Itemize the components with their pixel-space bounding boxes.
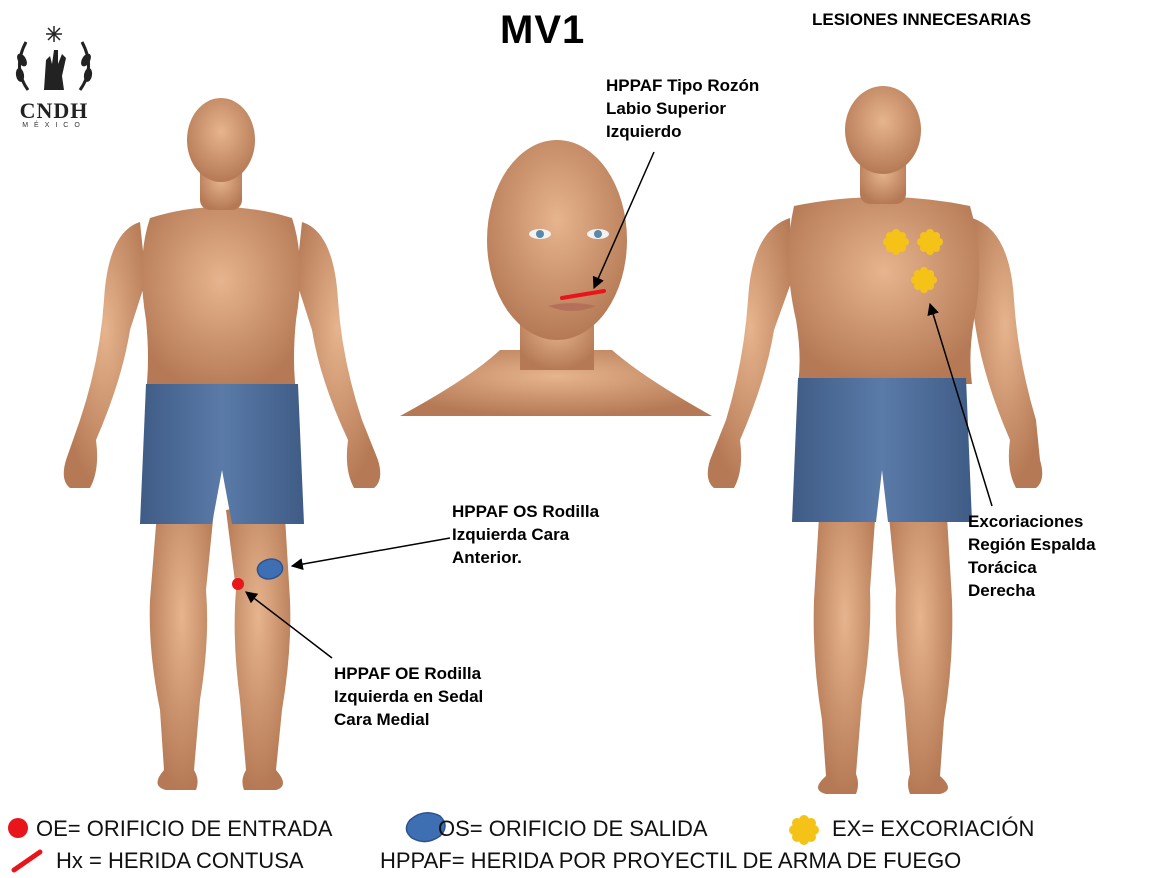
legend-exit: OS= ORIFICIO DE SALIDA <box>438 816 708 842</box>
annotation-knee-entry: HPPAF OE Rodilla Izquierda en Sedal Cara… <box>334 662 483 731</box>
legend-entry: OE= ORIFICIO DE ENTRADA <box>36 816 332 842</box>
back-body-figure <box>708 86 1043 794</box>
entry-wound-marker <box>232 578 244 590</box>
legend-definition: HPPAF= HERIDA POR PROYECTIL DE ARMA DE F… <box>380 848 961 874</box>
exit-wound-marker <box>257 559 282 579</box>
face-figure <box>400 140 712 416</box>
annotation-back-abrasions: Excoriaciones Región Espalda Torácica De… <box>968 510 1096 602</box>
annotation-knee-exit: HPPAF OS Rodilla Izquierda Cara Anterior… <box>452 500 599 569</box>
legend-abrasion: EX= EXCORIACIÓN <box>832 816 1034 842</box>
legend-contusion-icon <box>14 852 40 870</box>
legend-entry-icon <box>8 818 28 838</box>
arrow-knee-exit <box>292 538 450 566</box>
annotation-face-lesion: HPPAF Tipo Rozón Labio Superior Izquierd… <box>606 74 759 143</box>
legend-contusion: Hx = HERIDA CONTUSA <box>56 848 304 874</box>
legend-abrasion-icon <box>789 815 819 845</box>
front-body-figure <box>64 98 381 790</box>
